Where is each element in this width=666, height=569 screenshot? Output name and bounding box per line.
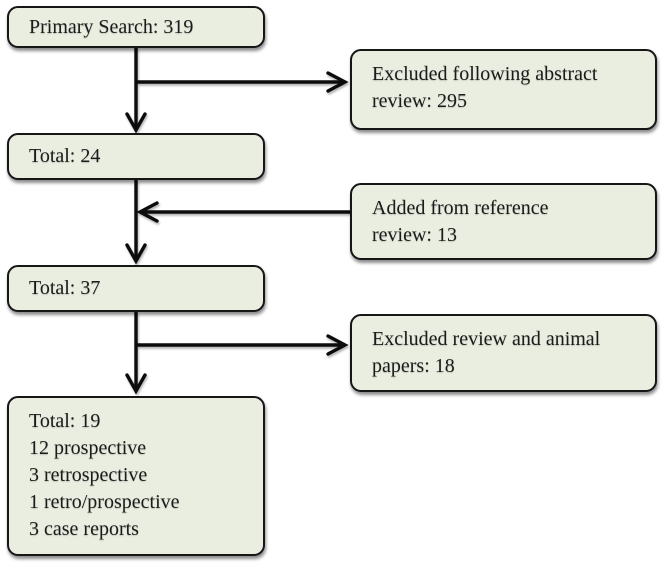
arrow-branch-to-excluded-review [136, 334, 349, 356]
box-excluded-review-animal: Excluded review and animal papers: 18 [350, 314, 657, 392]
box-added-reference-line: review: 13 [372, 224, 457, 246]
arrow-total24-to-total37 [125, 180, 147, 265]
box-total-24-label: Total: 24 [29, 145, 101, 167]
arrow-primary-to-total24 [125, 47, 147, 134]
box-total-24: Total: 24 [7, 133, 265, 180]
box-excluded-review-animal-line: papers: 18 [372, 355, 455, 377]
box-final-totals-line: Total: 19 [29, 410, 101, 432]
box-final-totals: Total: 19 12 prospective 3 retrospective… [7, 396, 265, 556]
box-final-totals-line: 1 retro/prospective [29, 491, 180, 513]
box-added-reference: Added from reference review: 13 [350, 183, 657, 260]
arrow-total37-to-final [125, 312, 147, 395]
arrow-added-reference-to-trunk [136, 201, 351, 223]
arrow-branch-to-excluded-abstract [136, 71, 349, 93]
box-total-37: Total: 37 [7, 265, 265, 312]
box-total-37-label: Total: 37 [29, 277, 101, 299]
box-added-reference-line: Added from reference [372, 197, 549, 219]
box-final-totals-line: 3 retrospective [29, 464, 148, 486]
box-excluded-abstract-line: review: 295 [372, 90, 467, 112]
box-excluded-abstract-line: Excluded following abstract [372, 63, 598, 85]
box-excluded-abstract: Excluded following abstract review: 295 [350, 49, 657, 130]
box-primary-search: Primary Search: 319 [7, 6, 265, 48]
box-primary-search-label: Primary Search: 319 [29, 15, 194, 38]
box-excluded-review-animal-line: Excluded review and animal [372, 328, 601, 350]
box-final-totals-line: 12 prospective [29, 437, 147, 459]
box-final-totals-line: 3 case reports [29, 518, 139, 540]
